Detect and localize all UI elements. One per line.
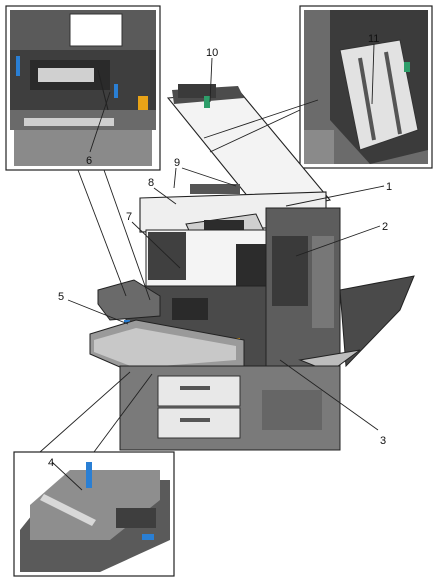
inset-bottom-left-art xyxy=(20,462,170,572)
inset-top-right-art xyxy=(304,10,428,164)
callout-10: 10 xyxy=(206,47,218,59)
callout-7: 7 xyxy=(126,211,132,223)
inset-top-left-art xyxy=(10,10,156,166)
callout-1: 1 xyxy=(386,181,392,193)
callout-6: 6 xyxy=(86,155,92,167)
callout-5: 5 xyxy=(58,291,64,303)
callout-11: 11 xyxy=(368,33,379,45)
callout-4: 4 xyxy=(48,457,54,469)
callout-2: 2 xyxy=(382,221,388,233)
callout-9: 9 xyxy=(174,157,180,169)
callout-8: 8 xyxy=(148,177,154,189)
callout-lines xyxy=(51,43,385,491)
main-machine xyxy=(89,84,415,451)
inset-leader-lines xyxy=(39,99,319,453)
callout-3: 3 xyxy=(380,435,386,447)
